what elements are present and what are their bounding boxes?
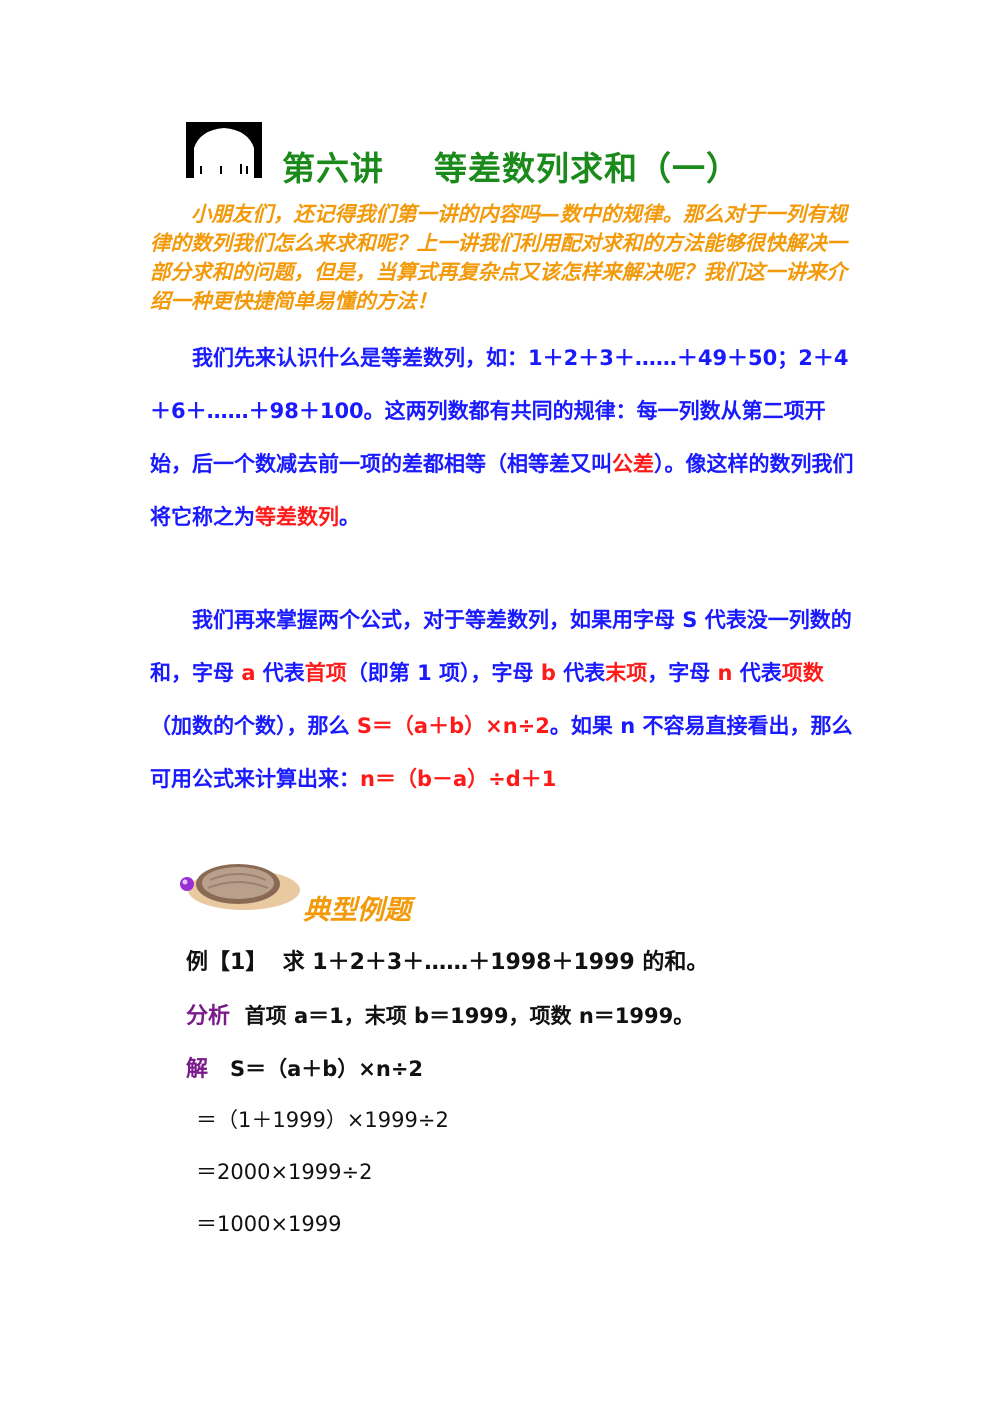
text: ）。像这样的数列我们将它称之为 — [150, 452, 854, 529]
section-decoration-icon — [180, 864, 300, 910]
term-count: 项数 — [781, 661, 824, 685]
text: 我们再来掌握两个公式，对于等差数列，如果用字母 S 代表没一列数的和，字母 — [150, 608, 852, 685]
definition-paragraph: 我们先来认识什么是等差数列，如：1＋2＋3＋……＋49＋50；2＋4＋6＋……＋… — [150, 332, 862, 544]
solution-step: ＝1000×1999 — [196, 1212, 342, 1236]
term-last: 末项 — [605, 661, 648, 685]
solution-text: S＝（a＋b）×n÷2 — [208, 1057, 423, 1081]
text: 。 — [339, 505, 360, 529]
analysis-label: 分析 — [186, 1004, 231, 1029]
var-a: a — [241, 661, 256, 685]
lecture-title: 第六讲 等差数列求和（一） — [282, 149, 740, 188]
sum-formula: S＝（a＋b）×n÷2 — [356, 714, 550, 738]
text: 代表 — [732, 661, 782, 685]
count-formula: n＝（b－a）÷d＋1 — [360, 767, 557, 791]
solution-label: 解 — [186, 1057, 209, 1082]
text: （加数的个数），那么 — [150, 714, 357, 738]
term-first: 首项 — [304, 661, 347, 685]
text: 代表 — [255, 661, 305, 685]
example-question: 例【1】 求 1＋2＋3＋……＋1998＋1999 的和。 — [186, 944, 708, 976]
question-text: 求 1＋2＋3＋……＋1998＋1999 的和。 — [267, 950, 709, 975]
example-label: 例【1】 — [186, 950, 268, 975]
var-n: n — [717, 661, 733, 685]
solution-step: ＝2000×1999÷2 — [196, 1160, 373, 1184]
text: （即第 1 项），字母 — [346, 661, 541, 685]
solution-line: 解 S＝（a＋b）×n÷2 — [186, 1051, 423, 1083]
var-b: b — [540, 661, 556, 685]
analysis-text: 首项 a＝1，末项 b＝1999，项数 n＝1999。 — [230, 1004, 695, 1028]
solution-step: ＝（1＋1999）×1999÷2 — [196, 1108, 449, 1132]
lecture-logo — [186, 122, 262, 178]
intro-paragraph: 小朋友们，还记得我们第一讲的内容吗—数中的规律。那么对于一列有规律的数列我们怎么… — [150, 202, 847, 313]
term-arithmetic-sequence: 等差数列 — [255, 505, 339, 529]
solution-content: S＝（a＋b）×n÷2 — [229, 1057, 424, 1081]
term-common-difference: 公差 — [612, 452, 654, 476]
analysis-line: 分析 首项 a＝1，末项 b＝1999，项数 n＝1999。 — [186, 998, 694, 1030]
analysis-content: 首项 a＝1，末项 b＝1999，项数 n＝1999。 — [244, 1004, 695, 1028]
text: ，字母 — [647, 661, 718, 685]
formula-paragraph: 我们再来掌握两个公式，对于等差数列，如果用字母 S 代表没一列数的和，字母 a … — [150, 594, 862, 806]
section-title: 典型例题 — [303, 895, 411, 926]
text: 我们先来认识什么是等差数列，如：1＋2＋3＋……＋49＋50；2＋4＋6＋……＋… — [150, 346, 849, 476]
text: 。如果 n 不容易直接看出，那么可用公式来计算出来： — [150, 714, 853, 791]
text: 代表 — [555, 661, 606, 685]
